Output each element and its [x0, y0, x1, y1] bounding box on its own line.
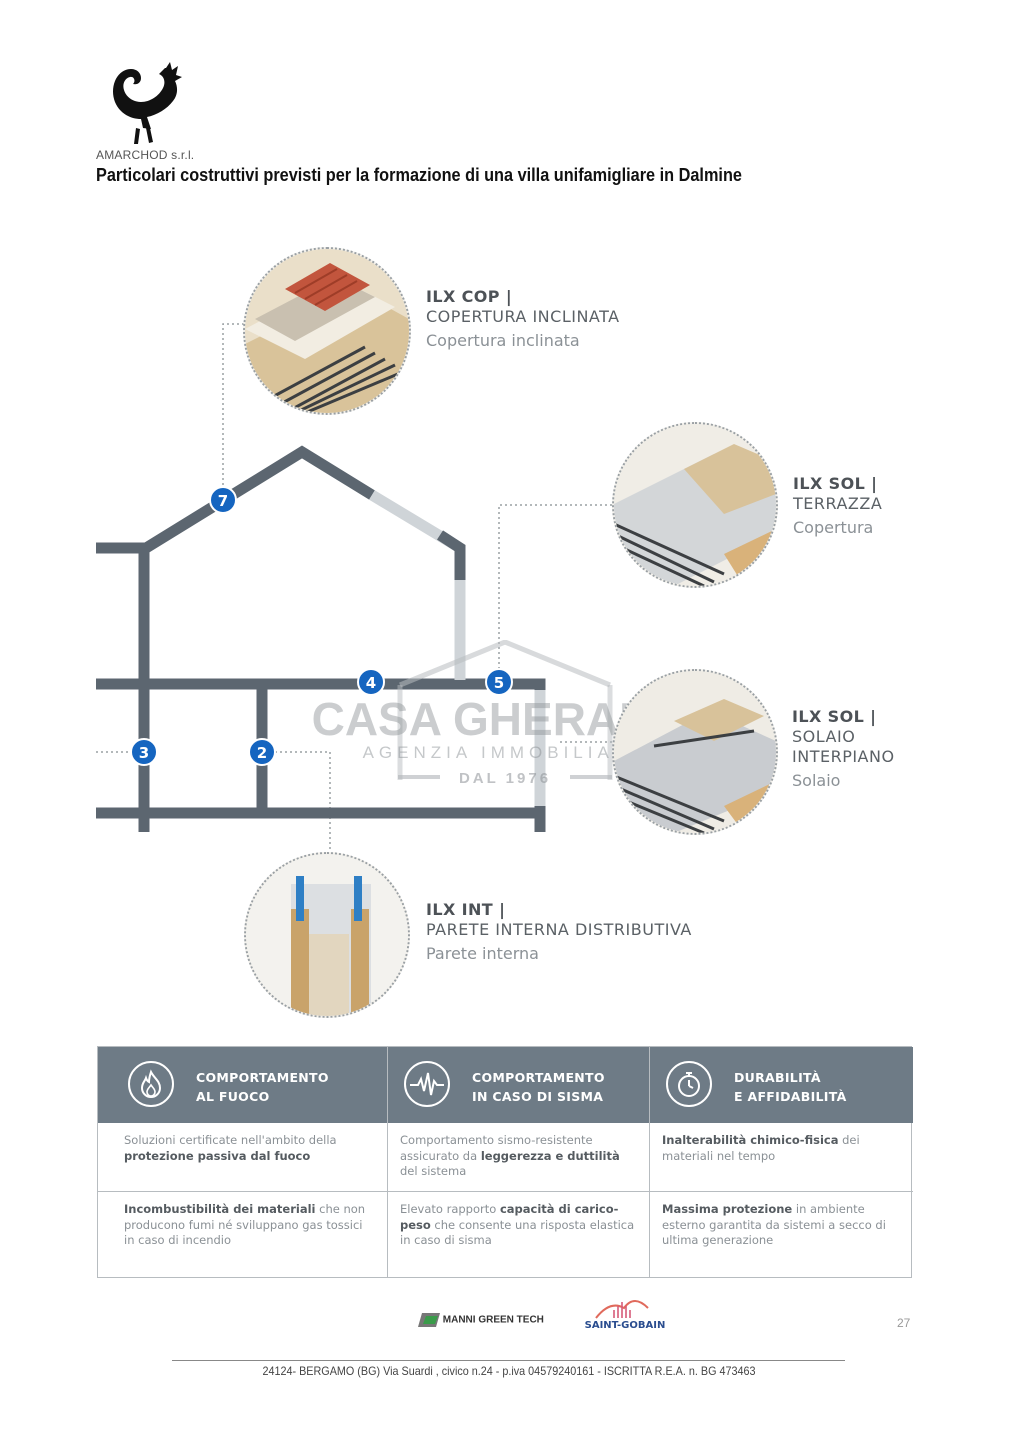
- stopwatch-icon: [666, 1061, 712, 1107]
- house-section-diagram: 7 4 5 3 2: [96, 323, 612, 852]
- svg-text:SAINT-GOBAIN: SAINT-GOBAIN: [585, 1320, 666, 1331]
- marker-7-label: 7: [218, 492, 228, 510]
- roof-detail-image: [243, 247, 411, 415]
- detail-label-roof: ILX COP | COPERTURA INCLINATA Copertura …: [426, 287, 620, 350]
- footer-divider: [172, 1360, 845, 1361]
- saint-gobain-logo: SAINT-GOBAIN: [585, 1300, 666, 1331]
- feature-seismic-row2: Elevato rapporto capacità di carico-peso…: [400, 1202, 635, 1248]
- marker-4-label: 4: [366, 674, 376, 692]
- detail-label-wall: ILX INT | PARETE INTERNA DISTRIBUTIVA Pa…: [426, 900, 692, 963]
- detail-label-terrace: ILX SOL | TERRAZZA Copertura: [793, 474, 883, 537]
- marker-5: [485, 668, 513, 696]
- marker-5-label: 5: [494, 674, 504, 692]
- manni-green-tech-logo: MANNI GREEN TECH: [418, 1313, 544, 1327]
- feature-durability-row2: Massima protezione in ambiente esterno g…: [662, 1202, 886, 1248]
- page-number: 27: [897, 1316, 911, 1330]
- marker-2: [248, 738, 276, 766]
- feature-fire-row1: Soluzioni certificate nell'ambito della …: [98, 1123, 387, 1192]
- feature-durability-row1: Inalterabilità chimico-fisica dei materi…: [650, 1123, 913, 1192]
- footer-address: 24124- BERGAMO (BG) Via Suardi , civico …: [262, 1364, 756, 1378]
- watermark-since: DAL 1976: [459, 770, 551, 787]
- slab-detail-image: [612, 669, 778, 835]
- feature-fire-row2: Incombustibilità dei materiali che non p…: [124, 1202, 366, 1248]
- marker-7: [209, 486, 237, 514]
- watermark-tagline: AGENZIA IMMOBILIARE: [363, 743, 648, 762]
- marker-3-label: 3: [139, 744, 149, 762]
- rooster-logo: [113, 62, 182, 144]
- seismic-wave-icon: [404, 1061, 450, 1107]
- detail-label-slab: ILX SOL | SOLAIO INTERPIANO Solaio: [792, 707, 895, 790]
- company-name: AMARCHOD s.r.l.: [96, 148, 195, 162]
- marker-4: [357, 668, 385, 696]
- page-title: Particolari costruttivi previsti per la …: [96, 164, 742, 185]
- marker-2-label: 2: [257, 744, 267, 762]
- terrace-detail-image: [612, 422, 778, 588]
- feature-seismic-row1: Comportamento sismo-resistente assicurat…: [388, 1123, 649, 1192]
- marker-3: [130, 738, 158, 766]
- wall-detail-image: [244, 852, 410, 1018]
- flame-icon: [128, 1061, 174, 1107]
